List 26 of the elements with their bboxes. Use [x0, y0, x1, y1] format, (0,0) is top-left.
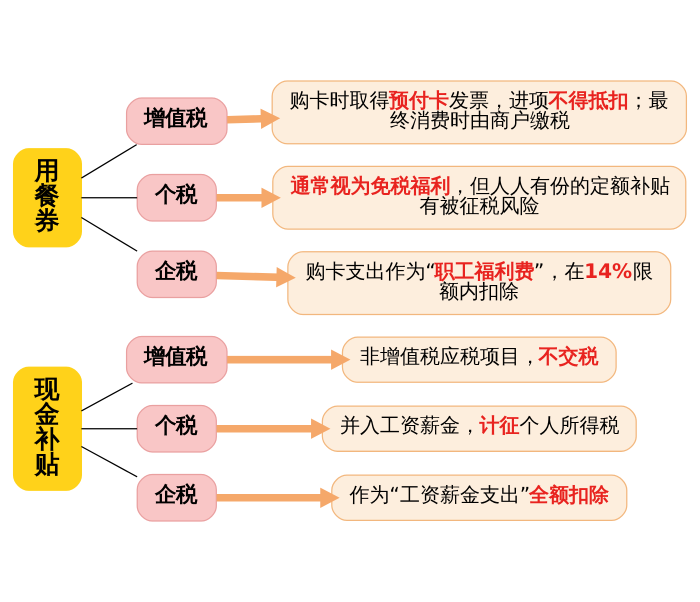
arrow — [216, 188, 281, 208]
arrow — [216, 488, 340, 508]
connector — [81, 428, 138, 430]
node-box: 个税 — [136, 404, 217, 453]
connector — [81, 216, 138, 252]
connector — [81, 197, 138, 198]
node-box: 增值税 — [126, 336, 228, 384]
node-box: 企税 — [136, 474, 217, 522]
node-box: 通常视为免税福利，但人人有份的定额补贴有被征税风险 — [272, 166, 686, 230]
node-box: 增值税 — [126, 97, 228, 146]
node-box: 个税 — [136, 174, 217, 222]
connector — [81, 144, 137, 179]
arrow — [216, 267, 296, 288]
connector — [81, 382, 133, 412]
node-box: 企税 — [136, 250, 217, 298]
node-box: 现金补贴 — [12, 366, 82, 491]
node-box: 购卡支出作为“职工福利费”，在14%限额内扣除 — [287, 251, 672, 316]
arrow — [227, 108, 280, 129]
node-box: 并入工资薪金，计征个人所得税 — [322, 406, 637, 452]
node-box: 作为“工资薪金支出”全额扣除 — [331, 474, 628, 521]
node-box: 用餐券 — [12, 148, 82, 248]
node-box: 购卡时取得预付卡发票，进项不得抵扣；最终消费时由商户缴税 — [272, 80, 688, 144]
arrow — [227, 350, 350, 370]
arrow — [216, 418, 330, 439]
connector — [81, 446, 138, 478]
node-box: 非增值税应税项目，不交税 — [342, 336, 617, 383]
